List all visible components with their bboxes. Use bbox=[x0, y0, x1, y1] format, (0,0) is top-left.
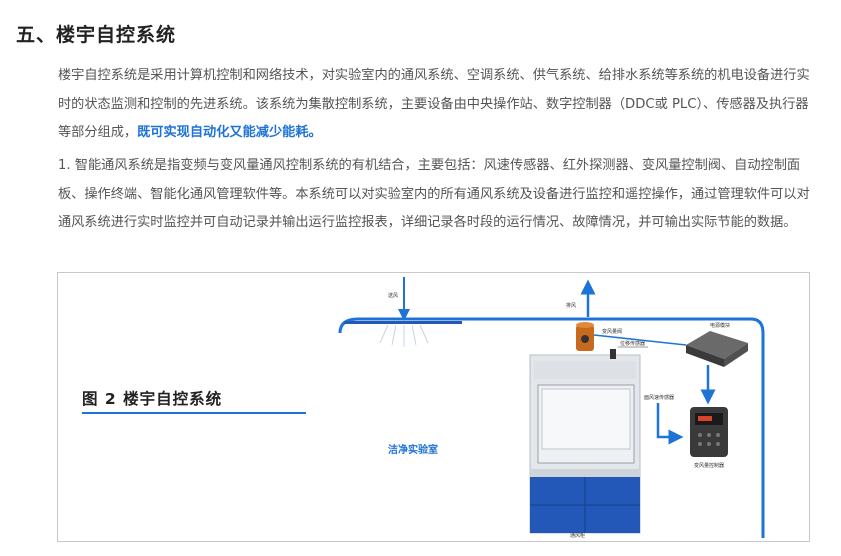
vav-valve bbox=[576, 322, 594, 351]
figure-caption: 图 2 楼宇自控系统 bbox=[82, 390, 223, 408]
controller-label: 变风量控制器 bbox=[694, 462, 724, 469]
ventilation-paragraph: 1. 智能通风系统是指变频与变风量通风控制系统的有机结合，主要包括：风速传感器、… bbox=[58, 158, 810, 230]
valve-label: 变风量阀 bbox=[602, 328, 622, 335]
figure-building-automation: 图 2 楼宇自控系统 送风 排风 bbox=[57, 272, 810, 542]
vav-controller bbox=[690, 407, 728, 457]
supply-air-label: 送风 bbox=[388, 292, 398, 299]
diffuser bbox=[344, 321, 462, 324]
displacement-sensor bbox=[610, 349, 616, 359]
intro-text: 楼宇自控系统是采用计算机控制和网络技术，对实验室内的通风系统、空调系统、供气系统… bbox=[58, 68, 810, 140]
hood-label: 通风柜 bbox=[570, 532, 585, 539]
fume-hood bbox=[529, 354, 641, 534]
sensor-label: 位移传感器 bbox=[620, 340, 645, 347]
sensor-to-controller-arrow bbox=[656, 403, 684, 445]
room-outline bbox=[338, 317, 765, 538]
exhaust-air-label: 排风 bbox=[566, 302, 576, 309]
diffuser-spray bbox=[379, 324, 429, 347]
intro-paragraph: 楼宇自控系统是采用计算机控制和网络技术，对实验室内的通风系统、空调系统、供气系统… bbox=[58, 62, 818, 148]
power-module bbox=[686, 331, 748, 367]
section-heading: 五、楼宇自控系统 bbox=[16, 24, 177, 46]
room-label: 洁净实验室 bbox=[388, 443, 438, 456]
system-diagram: 送风 排风 通风柜 变风量阀 位移传感 bbox=[338, 277, 765, 539]
power-label: 电源模块 bbox=[710, 322, 730, 329]
intro-highlight: 既可实现自动化又能减少能耗。 bbox=[137, 125, 322, 140]
figure-caption-underline bbox=[82, 412, 306, 414]
face-velocity-label: 面风速传感器 bbox=[644, 394, 674, 401]
